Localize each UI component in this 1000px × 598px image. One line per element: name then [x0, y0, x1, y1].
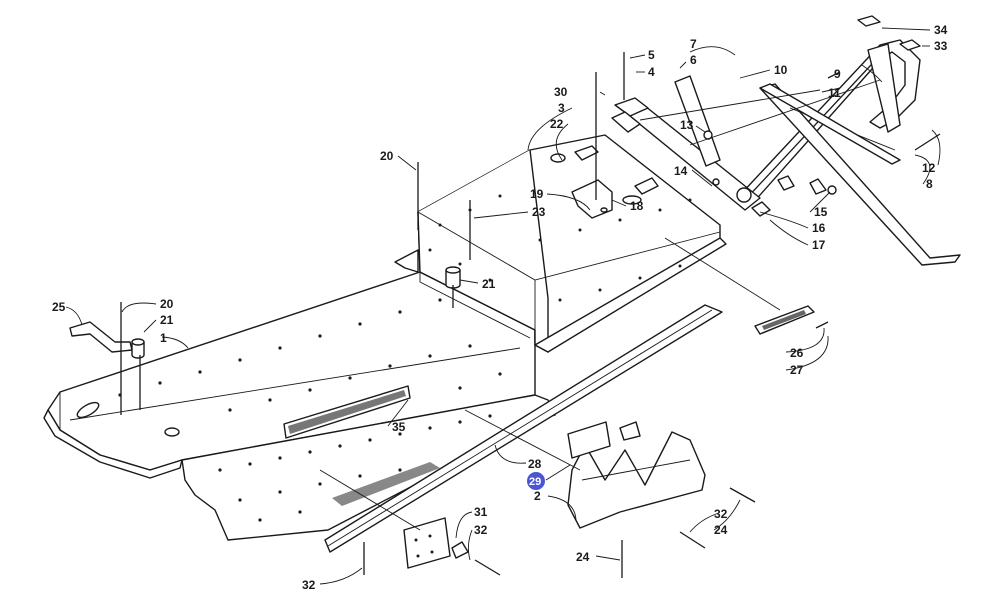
callout-7[interactable]: 7	[690, 37, 697, 51]
callout-16[interactable]: 16	[812, 221, 826, 235]
callout-26[interactable]: 26	[790, 346, 804, 360]
tunnel-plate	[43, 271, 556, 541]
callout-3[interactable]: 3	[558, 101, 565, 115]
callout-23[interactable]: 23	[532, 205, 546, 219]
callout-24-bottom[interactable]: 24	[576, 550, 590, 564]
callout-21-left[interactable]: 21	[160, 313, 174, 327]
callout-17[interactable]: 17	[812, 238, 826, 252]
callout-13[interactable]: 13	[680, 118, 694, 132]
callout-8[interactable]: 8	[926, 177, 933, 191]
rear-bumper-assembly	[611, 15, 961, 266]
callout-2[interactable]: 2	[534, 489, 541, 503]
plate-31	[403, 517, 469, 569]
callout-1[interactable]: 1	[160, 331, 167, 345]
side-rail	[324, 304, 723, 553]
callout-29[interactable]: 29	[529, 476, 541, 488]
callout-11[interactable]: 11	[828, 86, 841, 100]
vent-plate	[754, 305, 815, 335]
callout-30[interactable]: 30	[554, 85, 568, 99]
callout-25[interactable]: 25	[52, 300, 66, 314]
callout-19[interactable]: 19	[530, 187, 544, 201]
callout-9[interactable]: 9	[834, 67, 841, 81]
bolts	[120, 52, 941, 578]
callout-labels: 34 33 5 4 7 6 10 9 11 30 3 22 13 20 12 1…	[52, 23, 948, 592]
console-housing	[394, 134, 727, 353]
callout-34[interactable]: 34	[934, 23, 948, 37]
callout-24-right[interactable]: 24	[714, 523, 728, 537]
callout-14[interactable]: 14	[674, 164, 688, 178]
left-bracket	[69, 321, 145, 359]
callout-20-top[interactable]: 20	[380, 149, 394, 163]
callout-32-bottom[interactable]: 32	[302, 578, 316, 592]
rear-bracket	[567, 421, 706, 529]
callout-5[interactable]: 5	[648, 48, 655, 62]
callout-32-mid[interactable]: 32	[474, 523, 488, 537]
callout-10[interactable]: 10	[774, 63, 788, 77]
callout-33[interactable]: 33	[934, 39, 948, 53]
callout-28[interactable]: 28	[528, 457, 542, 471]
callout-21-console[interactable]: 21	[482, 277, 496, 291]
projection-lines	[319, 79, 881, 531]
leader-lines	[65, 27, 941, 585]
callout-12[interactable]: 12	[922, 161, 936, 175]
callout-4[interactable]: 4	[648, 65, 655, 79]
callout-20-left[interactable]: 20	[160, 297, 174, 311]
callout-29-highlight	[527, 472, 545, 490]
callout-22[interactable]: 22	[550, 117, 564, 131]
callout-35[interactable]: 35	[392, 420, 406, 434]
callout-32-right[interactable]: 32	[714, 507, 728, 521]
callout-27[interactable]: 27	[790, 363, 804, 377]
callout-31[interactable]: 31	[474, 505, 488, 519]
callout-6[interactable]: 6	[690, 53, 697, 67]
callout-15[interactable]: 15	[814, 205, 828, 219]
callout-18[interactable]: 18	[630, 199, 644, 213]
